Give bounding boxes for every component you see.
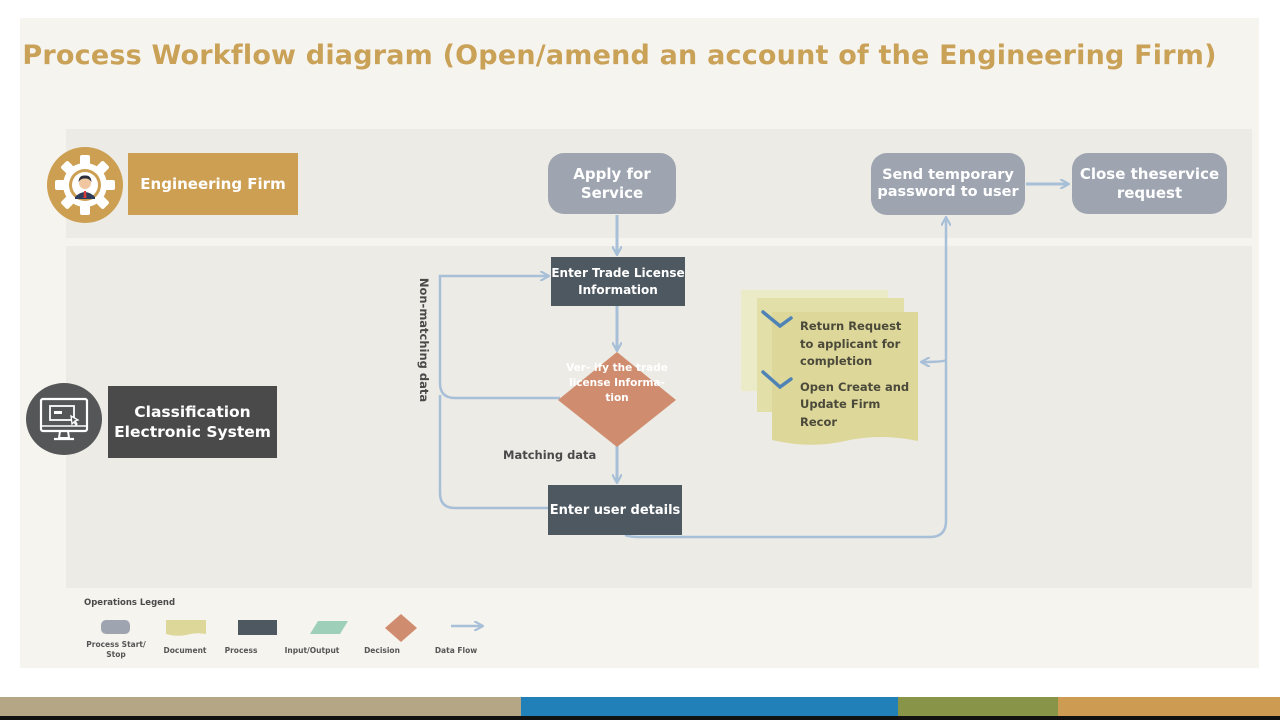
node-enter-trade-license: Enter Trade License Information [551, 257, 685, 306]
classification-system-label: Classification Electronic System [108, 386, 277, 458]
legend-label-io: Input/Output [284, 646, 340, 655]
label-non-matching-data: Non-matching data [417, 277, 431, 403]
footer-bar-segment [0, 697, 521, 716]
label-matching-data: Matching data [503, 448, 597, 462]
engineering-firm-label: Engineering Firm [128, 153, 298, 215]
document-item: Return Request to applicant for completi… [800, 319, 902, 368]
engineering-firm-avatar [47, 147, 123, 223]
gear-person-icon [55, 155, 115, 215]
node-send-temporary-password: Send temporary password to user [871, 153, 1025, 215]
document-text: Return Request to applicant for completi… [800, 318, 918, 439]
classification-system-avatar [26, 383, 102, 455]
legend-label-process: Process [224, 646, 258, 655]
legend-label-data-flow: Data Flow [434, 646, 478, 655]
legend-label-document: Document [163, 646, 207, 655]
footer-bar-segment [898, 697, 1058, 716]
footer-bar-segment [521, 697, 898, 716]
footer-edge [0, 716, 1280, 720]
node-verify-trade-license: Ver- ify the trade license Informa- tion [566, 362, 668, 404]
footer-bar-segment [1058, 697, 1280, 716]
computer-monitor-icon [39, 397, 89, 441]
legend-label-decision: Decision [364, 646, 400, 655]
legend-label-terminal: Process Start/ Stop [86, 640, 146, 659]
legend-title: Operations Legend [84, 598, 176, 608]
node-close-service-request: Close theservice request [1072, 153, 1227, 214]
node-apply-for-service: Apply for Service [548, 153, 676, 214]
node-enter-user-details: Enter user details [548, 485, 682, 535]
document-item: Open Create and Update Firm Recor [800, 379, 910, 429]
page-title: Process Workflow diagram (Open/amend an … [22, 40, 1217, 71]
